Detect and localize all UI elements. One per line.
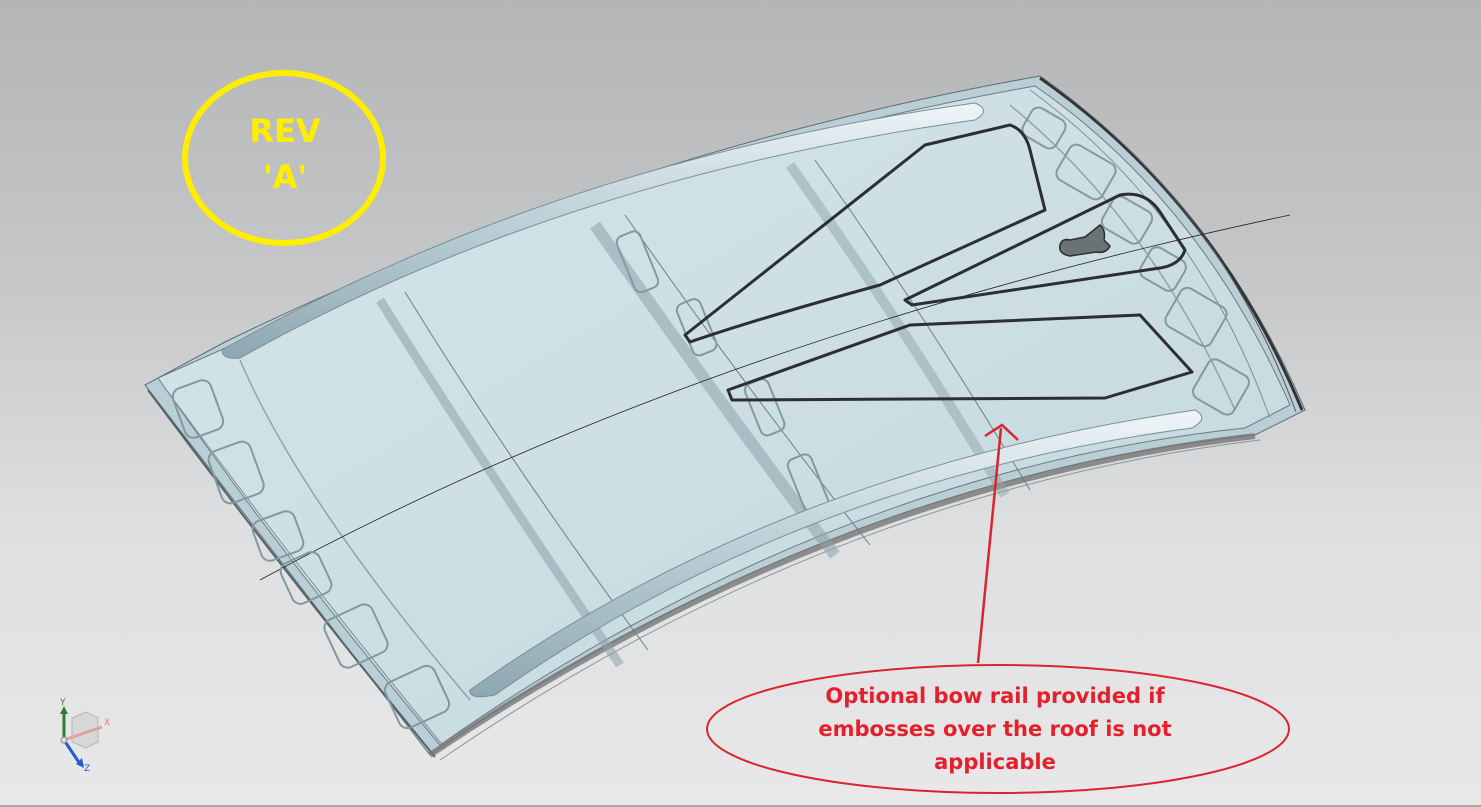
revision-stamp-circle [182,70,386,246]
bow-rail-front [469,409,1203,698]
roof-embosses [683,123,1194,402]
revision-stamp: REV 'A' [185,108,385,200]
triad-y-label: Y [60,698,66,708]
callout-line2: embosses over the roof is not [818,717,1172,741]
triad-x-label: X [104,718,111,728]
callout-line3: applicable [934,750,1056,774]
callout-note: Optional bow rail provided if embosses o… [760,680,1230,779]
latch-bracket [1058,224,1111,257]
callout-line1: Optional bow rail provided if [825,684,1165,708]
callout-annotation [706,423,1290,794]
front-pockets [171,379,451,730]
bow-rail-rear [221,102,984,359]
rear-pockets [1021,106,1250,416]
viewport-bottom-border [0,805,1481,807]
revision-stamp-line1: REV [249,112,321,150]
view-triad[interactable] [60,706,103,768]
revision-stamp-line2: 'A' [262,158,308,196]
triad-z-label: Z [84,764,91,774]
